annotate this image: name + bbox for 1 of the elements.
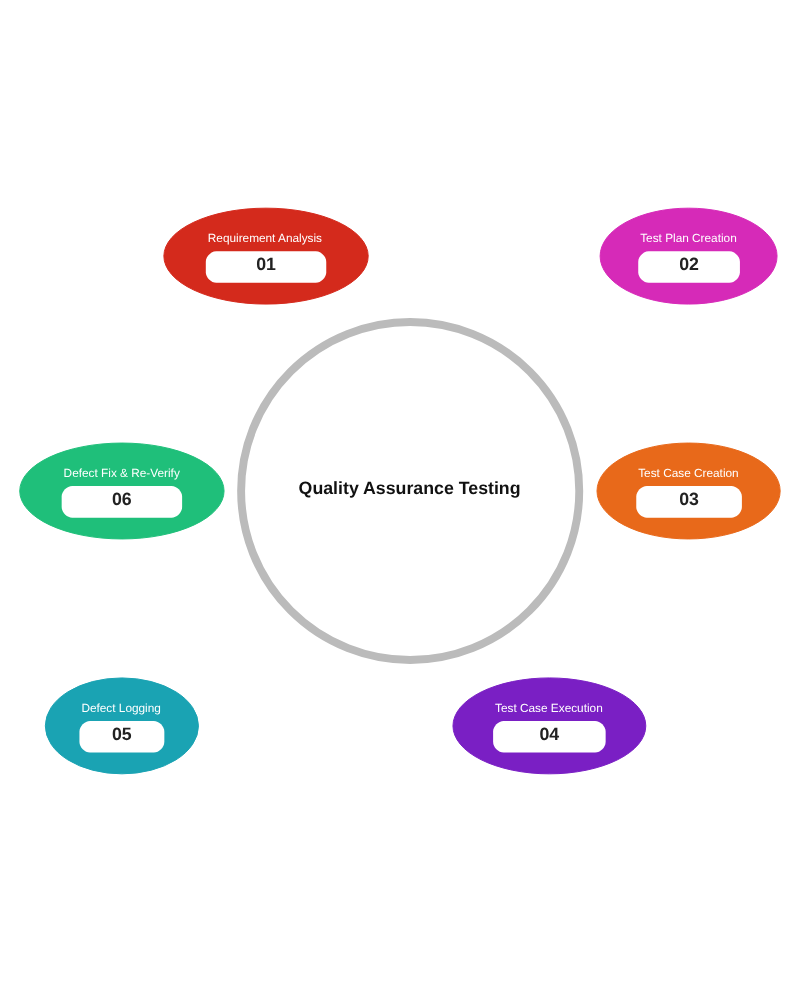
node-circle: Quality Assurance Testing bbox=[237, 318, 584, 664]
